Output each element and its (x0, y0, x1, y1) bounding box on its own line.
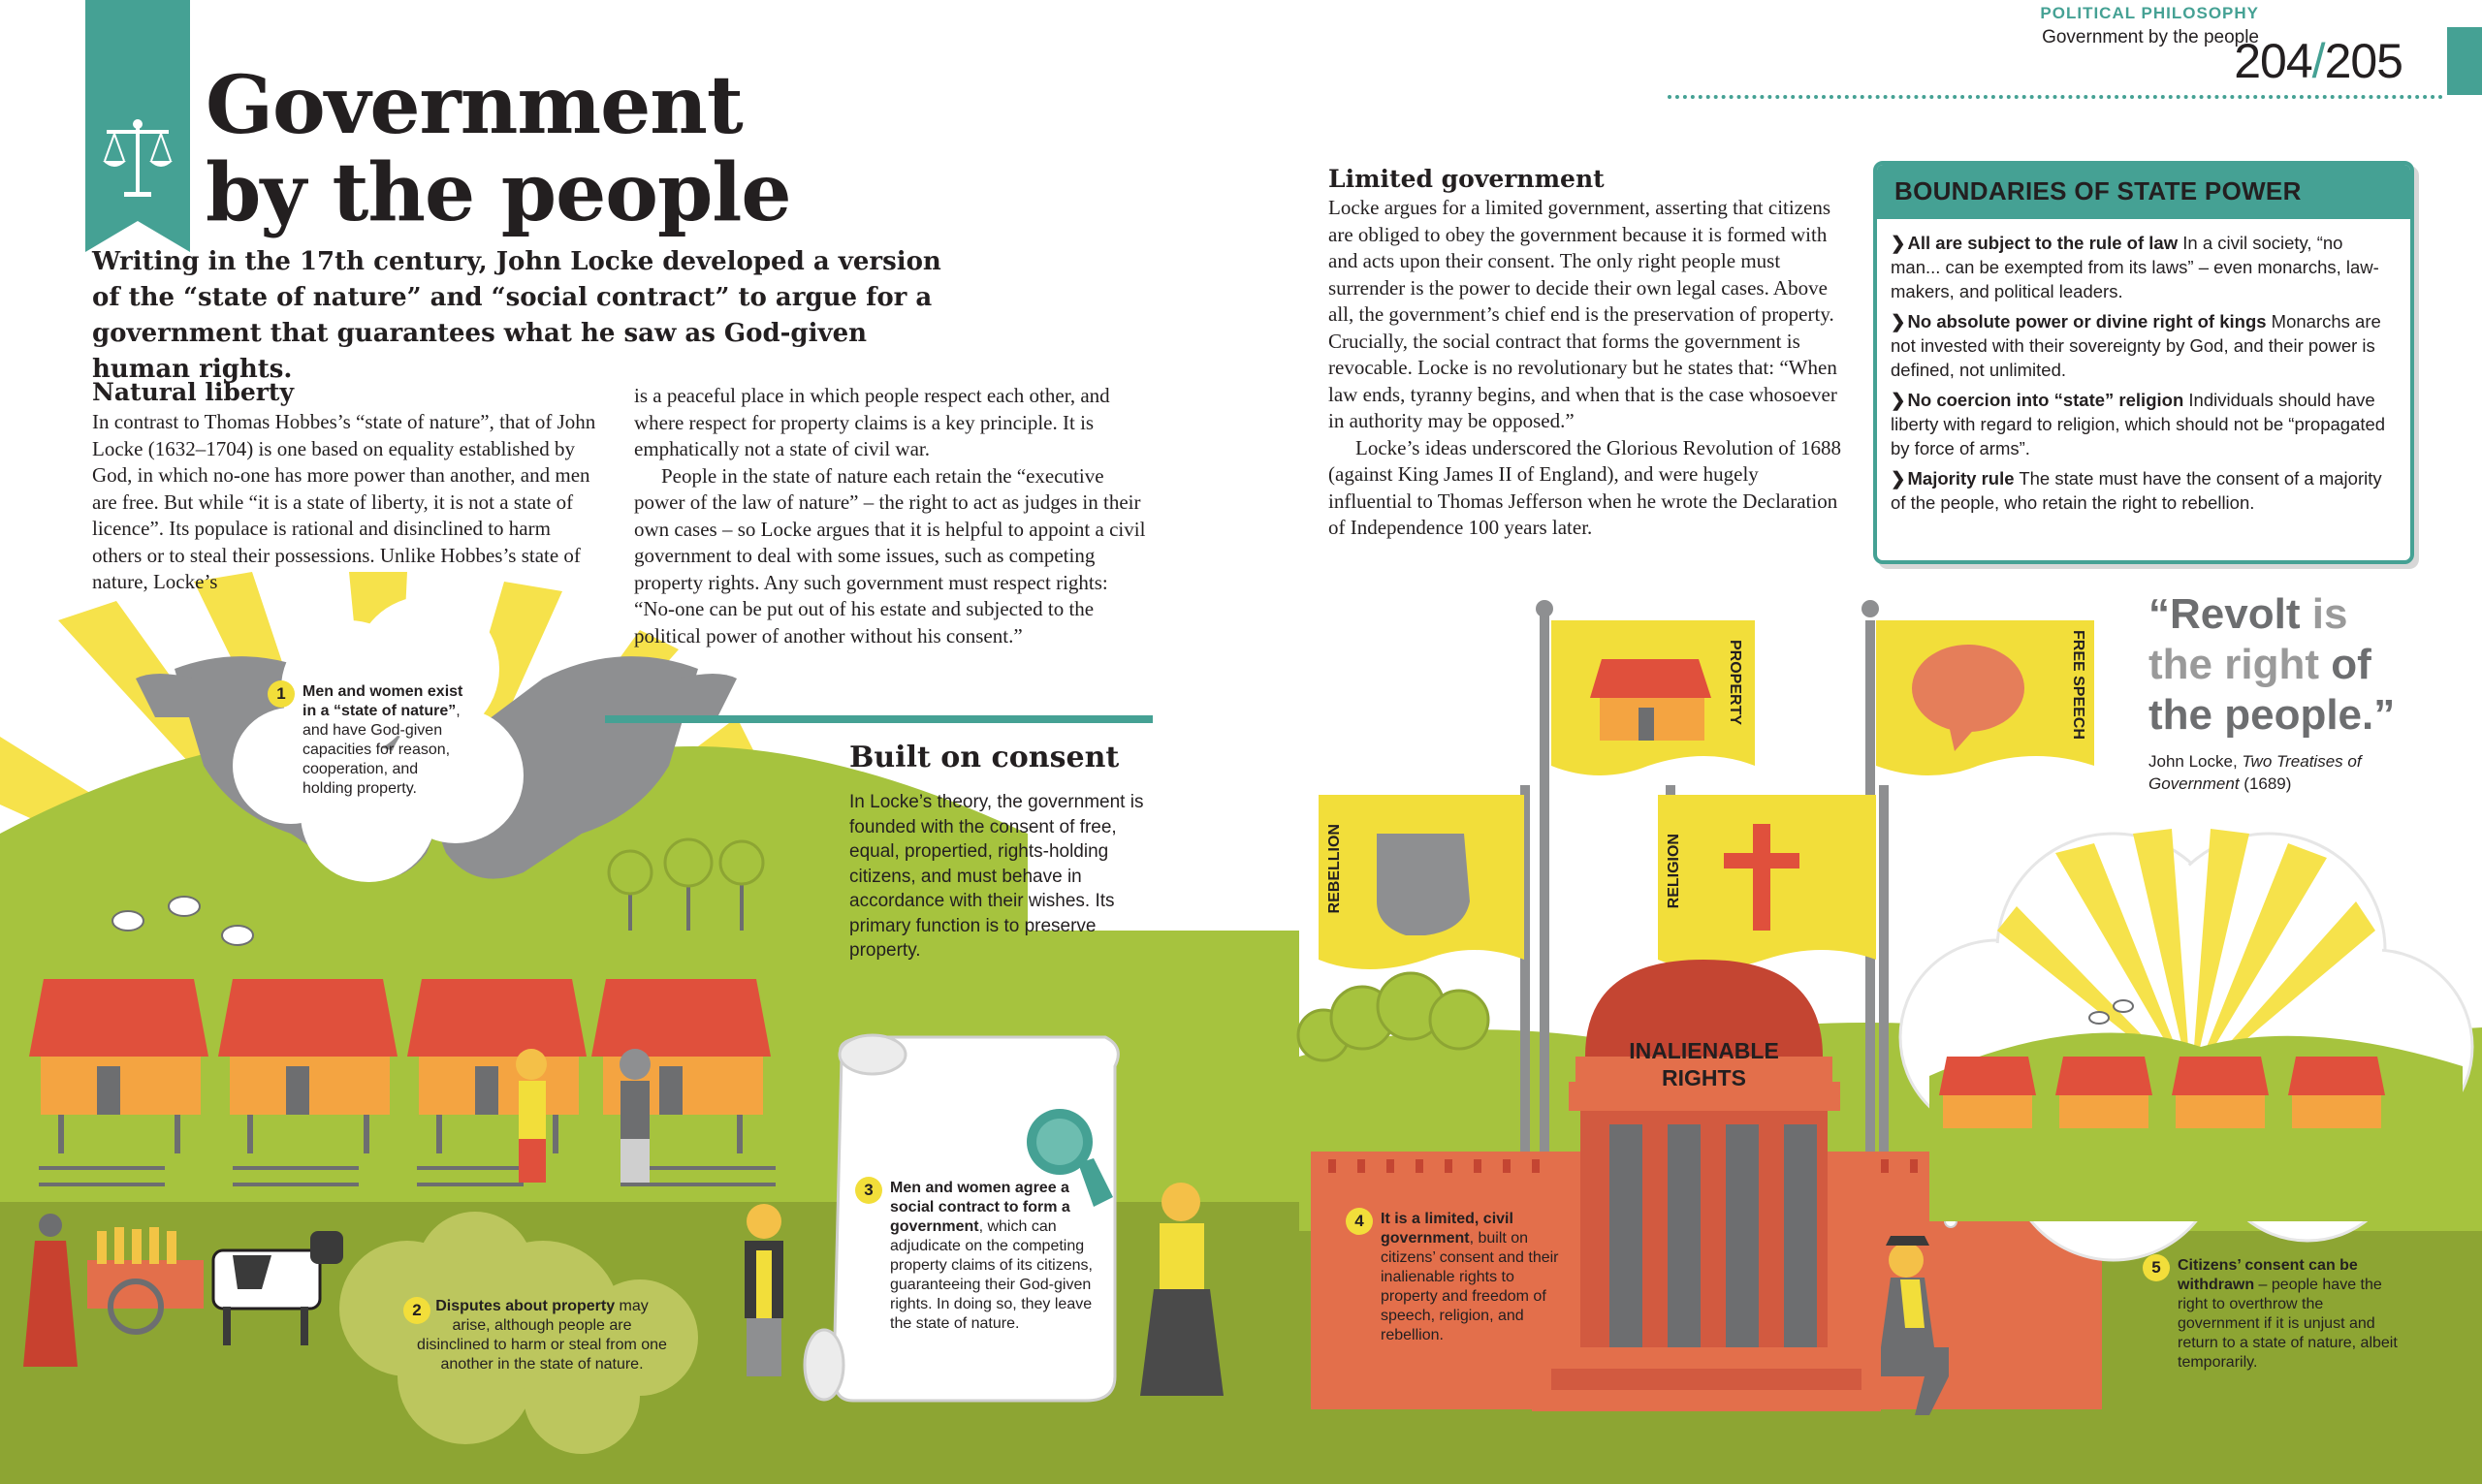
quote-attribution: John Locke, Two Treatises of Government … (2148, 752, 2362, 793)
sheep (111, 896, 254, 946)
scales-of-justice-icon (103, 119, 173, 197)
callout-5: 5 Citizens’ consent can be withdrawn – p… (2143, 1254, 2406, 1373)
thought-cloud (1898, 829, 2474, 1262)
callout-4: 4 It is a limited, civil government, bui… (1346, 1208, 1575, 1345)
section-rule (605, 715, 1153, 723)
intro-text: Writing in the 17th century, John Locke … (92, 247, 941, 384)
flag-label-rebellion: REBELLION (1326, 824, 1343, 914)
natural-liberty-col2-p2: People in the state of nature each retai… (634, 463, 1146, 647)
cloud-bubble (233, 596, 524, 882)
arrow-icon: ❯ (1891, 233, 1906, 253)
boundaries-box: BOUNDARIES OF STATE POWER ❯All are subje… (1873, 161, 2414, 564)
pull-quote: “Revolt is the right of the people.” (2148, 590, 2396, 739)
limited-government-p1: Locke argues for a limited government, a… (1328, 196, 1837, 432)
callout-number: 1 (268, 680, 295, 708)
built-on-consent-heading: Built on consent (849, 741, 1120, 774)
flag-property (1551, 620, 1755, 775)
natural-liberty-col2: is a peaceful place in which people resp… (634, 383, 1150, 649)
limited-government-text: Locke argues for a limited government, a… (1328, 195, 1842, 542)
header-tab (2447, 27, 2482, 95)
page-left: 204 (2234, 34, 2312, 88)
callout-number: 5 (2143, 1254, 2170, 1281)
page-right: 205 (2324, 34, 2403, 88)
callout-1: 1 Men and women exist in a “state of nat… (268, 680, 467, 799)
flag-label-free-speech: FREE SPEECH (2070, 630, 2086, 740)
callout-3: 3 Men and women agree a social contract … (855, 1177, 1115, 1334)
flag-label-religion: RELIGION (1666, 834, 1682, 909)
page-title: Government by the people (206, 62, 884, 237)
flag-label-property: PROPERTY (1727, 640, 1743, 726)
dotted-rule (1668, 95, 2443, 99)
callout-number: 2 (403, 1297, 430, 1324)
natural-liberty-heading: Natural liberty (92, 378, 294, 406)
arrow-icon: ❯ (1891, 468, 1906, 489)
callout-2: 2 Disputes about property may arise, alt… (403, 1297, 669, 1374)
boundaries-list: ❯All are subject to the rule of law In a… (1877, 219, 2410, 515)
boundary-item: ❯No absolute power or divine right of ki… (1891, 311, 2381, 380)
government-building (1311, 960, 2102, 1411)
trees (607, 837, 765, 931)
arrow-icon: ❯ (1891, 390, 1906, 410)
cow-icon (211, 1231, 343, 1345)
people-contract (745, 1183, 1224, 1396)
page-numbers: 204/205 (2234, 33, 2403, 89)
limited-government-p2: Locke’s ideas underscored the Glorious R… (1328, 435, 1841, 540)
topic-name: Government by the people (2042, 27, 2259, 47)
page-separator: / (2311, 34, 2326, 88)
dome-label: INALIENABLE RIGHTS (1629, 1038, 1779, 1090)
boundary-item: ❯Majority rule The state must have the c… (1891, 468, 2382, 513)
title-tab (85, 0, 190, 252)
arrow-icon: ❯ (1891, 311, 1906, 332)
people-dispute (516, 1049, 651, 1183)
farmer-with-cart (23, 1214, 204, 1367)
natural-liberty-col1: In contrast to Thomas Hobbes’s “state of… (92, 410, 596, 593)
callout-number: 3 (855, 1177, 882, 1204)
boundary-item: ❯All are subject to the rule of law In a… (1891, 233, 2379, 301)
flag-free-speech (1876, 620, 2094, 775)
title-line-2: by the people (206, 146, 792, 239)
title-line-1: Government (206, 59, 744, 152)
built-on-consent-text: In Locke’s theory, the government is fou… (849, 792, 1144, 961)
natural-liberty-col2-p1: is a peaceful place in which people resp… (634, 384, 1110, 460)
boundaries-heading: BOUNDARIES OF STATE POWER (1877, 165, 2410, 219)
limited-government-heading: Limited government (1328, 165, 1605, 193)
scroll-contract (803, 1033, 1120, 1403)
flag-rebellion (1319, 795, 1524, 969)
flag-religion (1658, 795, 1876, 969)
boundary-item: ❯No coercion into “state” religion Indiv… (1891, 390, 2386, 458)
callout-number: 4 (1346, 1208, 1373, 1235)
section-name: POLITICAL PHILOSOPHY (2040, 4, 2259, 22)
bush (339, 1212, 698, 1454)
